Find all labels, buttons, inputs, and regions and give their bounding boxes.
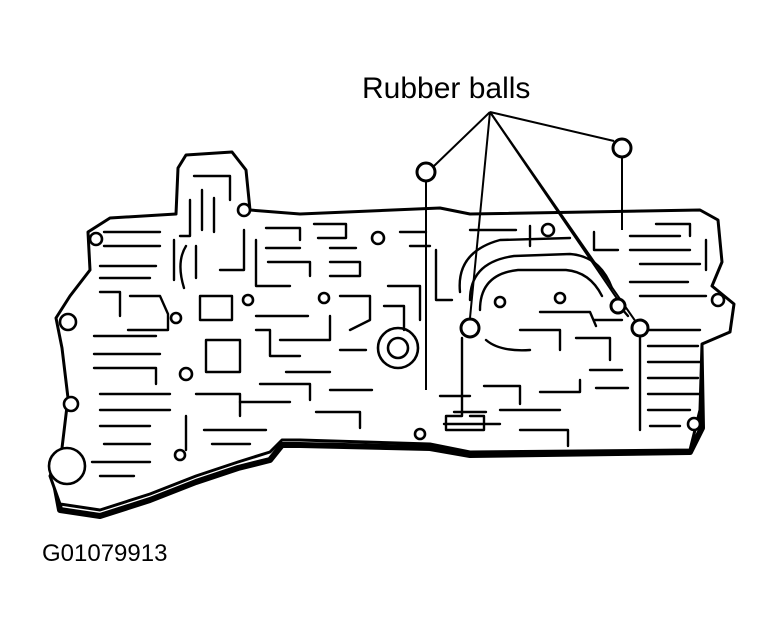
rubber-ball (415, 161, 437, 183)
bolt-hole (686, 416, 702, 432)
bolt-hole (317, 291, 331, 305)
bolt-hole (47, 446, 87, 486)
bolt-hole (493, 295, 507, 309)
bolt-hole (386, 336, 410, 360)
mounting-holes (47, 202, 726, 486)
figure-code: G01079913 (42, 540, 168, 567)
bolt-hole (370, 230, 386, 246)
rubber-ball-callouts (415, 111, 650, 432)
bolt-hole (710, 292, 726, 308)
bolt-hole (540, 222, 556, 238)
rubber-ball (611, 137, 633, 159)
rubber-balls-label: Rubber balls (362, 72, 531, 105)
bolt-hole (241, 293, 255, 307)
bolt-hole (178, 366, 194, 382)
rubber-ball (459, 317, 481, 339)
bolt-hole (169, 311, 183, 325)
bolt-hole (62, 395, 80, 413)
rubber-ball (630, 318, 650, 338)
bolt-hole (88, 231, 104, 247)
fluid-channels (90, 174, 708, 478)
bolt-hole (173, 448, 187, 462)
rubber-ball (609, 297, 627, 315)
bolt-hole (58, 312, 78, 332)
bolt-hole (413, 427, 427, 441)
bolt-hole (236, 202, 252, 218)
bolt-hole (553, 291, 567, 305)
